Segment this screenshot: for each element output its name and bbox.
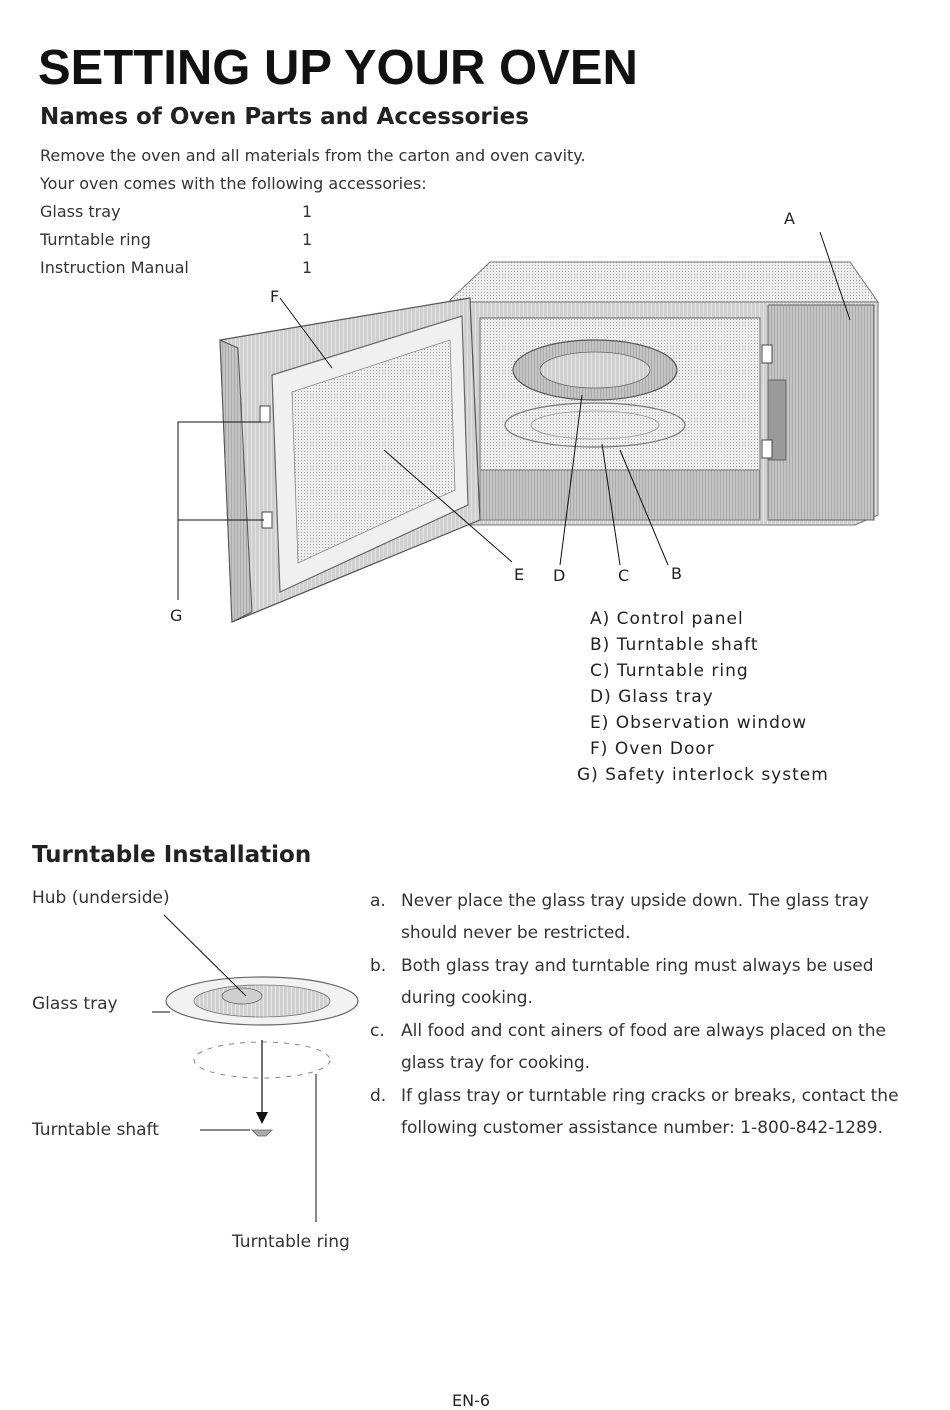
legend-item: C) Turntable ring xyxy=(590,661,749,681)
leader-c xyxy=(601,443,621,566)
instruction-step: a. Never place the glass tray upside dow… xyxy=(370,885,910,949)
diagram-label-d: D xyxy=(553,566,566,585)
step-letter: a. xyxy=(370,891,386,911)
diagram-label-e: E xyxy=(514,565,525,584)
instruction-step: d. If glass tray or turntable ring crack… xyxy=(370,1080,910,1144)
step-letter: c. xyxy=(370,1021,385,1041)
diagram-label-c: C xyxy=(618,566,630,585)
page-title: SETTING UP YOUR OVEN xyxy=(38,41,638,95)
legend-item: G) Safety interlock system xyxy=(577,765,829,785)
label-turntable-shaft: Turntable shaft xyxy=(32,1120,159,1140)
step-text: Never place the glass tray upside down. … xyxy=(401,891,869,943)
instruction-step: b. Both glass tray and turntable ring mu… xyxy=(370,950,910,1014)
turntable-shaft xyxy=(251,1129,273,1137)
legend-item: A) Control panel xyxy=(590,609,744,629)
label-turntable-ring: Turntable ring xyxy=(232,1232,350,1252)
step-letter: b. xyxy=(370,956,387,976)
diagram-label-f: F xyxy=(270,287,280,306)
leader-g xyxy=(177,421,264,600)
oven-cabinet-top xyxy=(449,261,879,303)
leader-b xyxy=(619,449,669,566)
section-heading-parts: Names of Oven Parts and Accessories xyxy=(40,104,529,130)
accessory-name: Glass tray xyxy=(40,202,121,221)
step-text: All food and cont ainers of food are alw… xyxy=(401,1021,886,1073)
leader-a xyxy=(819,231,851,321)
label-glass-tray: Glass tray xyxy=(32,994,118,1014)
intro-line: Your oven comes with the following acces… xyxy=(40,174,427,193)
leader-d xyxy=(559,394,583,566)
diagram-label-g: G xyxy=(170,606,183,625)
turntable-glass-tray xyxy=(165,976,359,1026)
legend-item: E) Observation window xyxy=(590,713,808,733)
accessory-name: Turntable ring xyxy=(40,230,151,249)
accessory-qty: 1 xyxy=(302,230,313,249)
page-number: EN-6 xyxy=(452,1391,491,1410)
turntable-ring xyxy=(504,402,686,448)
diagram-label-a: A xyxy=(784,209,795,228)
turntable-ring-outline xyxy=(193,1041,331,1079)
instruction-step: c. All food and cont ainers of food are … xyxy=(370,1015,910,1079)
legend-item: F) Oven Door xyxy=(590,739,715,759)
step-letter: d. xyxy=(370,1086,387,1106)
diagram-label-b: B xyxy=(671,564,682,583)
oven-diagram xyxy=(177,231,879,623)
legend-item: D) Glass tray xyxy=(590,687,714,707)
label-hub: Hub (underside) xyxy=(32,888,170,908)
section-heading-turntable: Turntable Installation xyxy=(32,842,312,868)
legend-item: B) Turntable shaft xyxy=(590,635,759,655)
step-text: Both glass tray and turntable ring must … xyxy=(401,956,874,1008)
accessory-qty: 1 xyxy=(302,258,313,277)
leader-f xyxy=(279,297,333,369)
accessory-name: Instruction Manual xyxy=(40,258,189,277)
leader-e xyxy=(383,449,513,563)
control-panel xyxy=(767,304,875,521)
step-text: If glass tray or turntable ring cracks o… xyxy=(401,1086,899,1138)
intro-line: Remove the oven and all materials from t… xyxy=(40,146,586,165)
interlock-latch-upper xyxy=(259,405,271,423)
accessory-qty: 1 xyxy=(302,202,313,221)
